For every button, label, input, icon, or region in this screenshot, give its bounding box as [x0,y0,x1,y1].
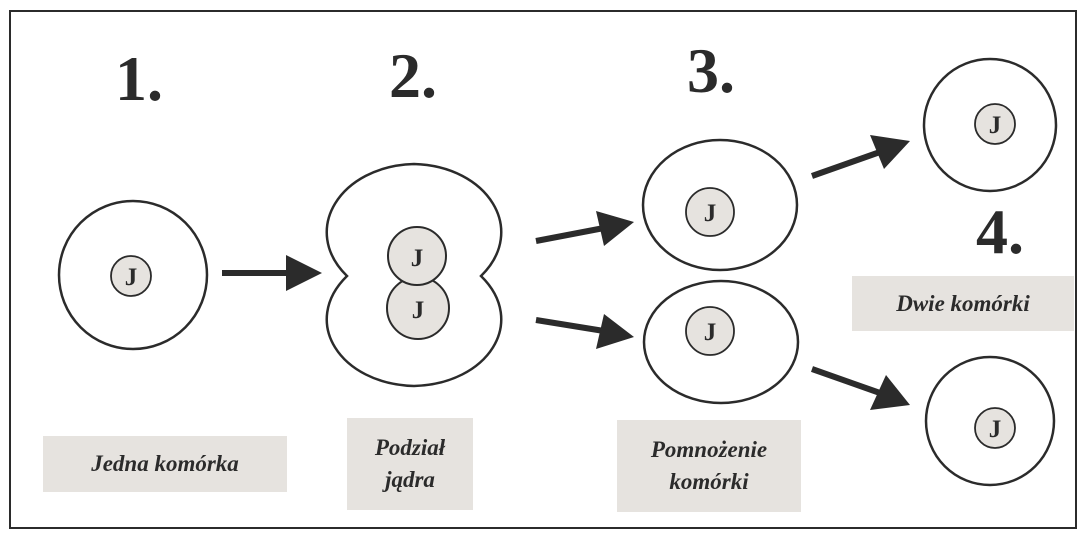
diagram-frame [9,10,1077,529]
label-two-cells: Dwie komórki [852,276,1074,331]
label-cell-multiplication: Pomnożenie komórki [617,420,801,512]
label-nucleus-division: Podział jądra [347,418,473,510]
nucleus-letter: J [125,264,138,291]
step-number-1: 1. [115,43,163,114]
daughter-nucleus-upper [387,226,447,286]
label-cell-multiplication-line1: Pomnożenie [650,437,768,462]
cell-nucleus [974,407,1016,449]
cell-nucleus [685,306,735,356]
nucleus-letter: J [989,112,1002,139]
nucleus-letter: J [704,200,717,227]
step-number-4: 4. [976,196,1024,267]
nucleus-letter-lower: J [412,297,425,324]
nucleus-letter: J [704,319,717,346]
cell-nucleus [110,255,152,297]
cell-nucleus [974,103,1016,145]
label-one-cell: Jedna komórka [43,436,287,492]
arrow-2-to-3-lower [535,314,634,349]
label-two-cells-text: Dwie komórki [896,290,1030,316]
arrow-2-to-3-upper [535,211,634,246]
step-number-3: 3. [687,35,735,106]
label-one-cell-text: Jedna komórka [91,451,239,476]
arrow-1-to-2 [222,255,322,291]
arrow-3-to-4-upper [811,135,910,179]
step-number-2: 2. [389,40,437,111]
arrow-3-to-4-lower [811,366,910,410]
nucleus-letter-upper: J [411,245,424,272]
cell-nucleus [685,187,735,237]
dividing-cell: J J [325,162,503,388]
final-cell-lower: J [924,355,1056,487]
label-cell-multiplication-line2: komórki [669,469,749,494]
label-nucleus-division-line1: Podział [374,435,446,460]
new-cell-upper: J [641,138,799,272]
single-cell: J [57,199,209,351]
label-nucleus-division-line2: jądra [385,467,435,492]
final-cell-upper: J [922,57,1058,193]
new-cell-lower: J [642,279,800,405]
nucleus-letter: J [989,416,1002,443]
